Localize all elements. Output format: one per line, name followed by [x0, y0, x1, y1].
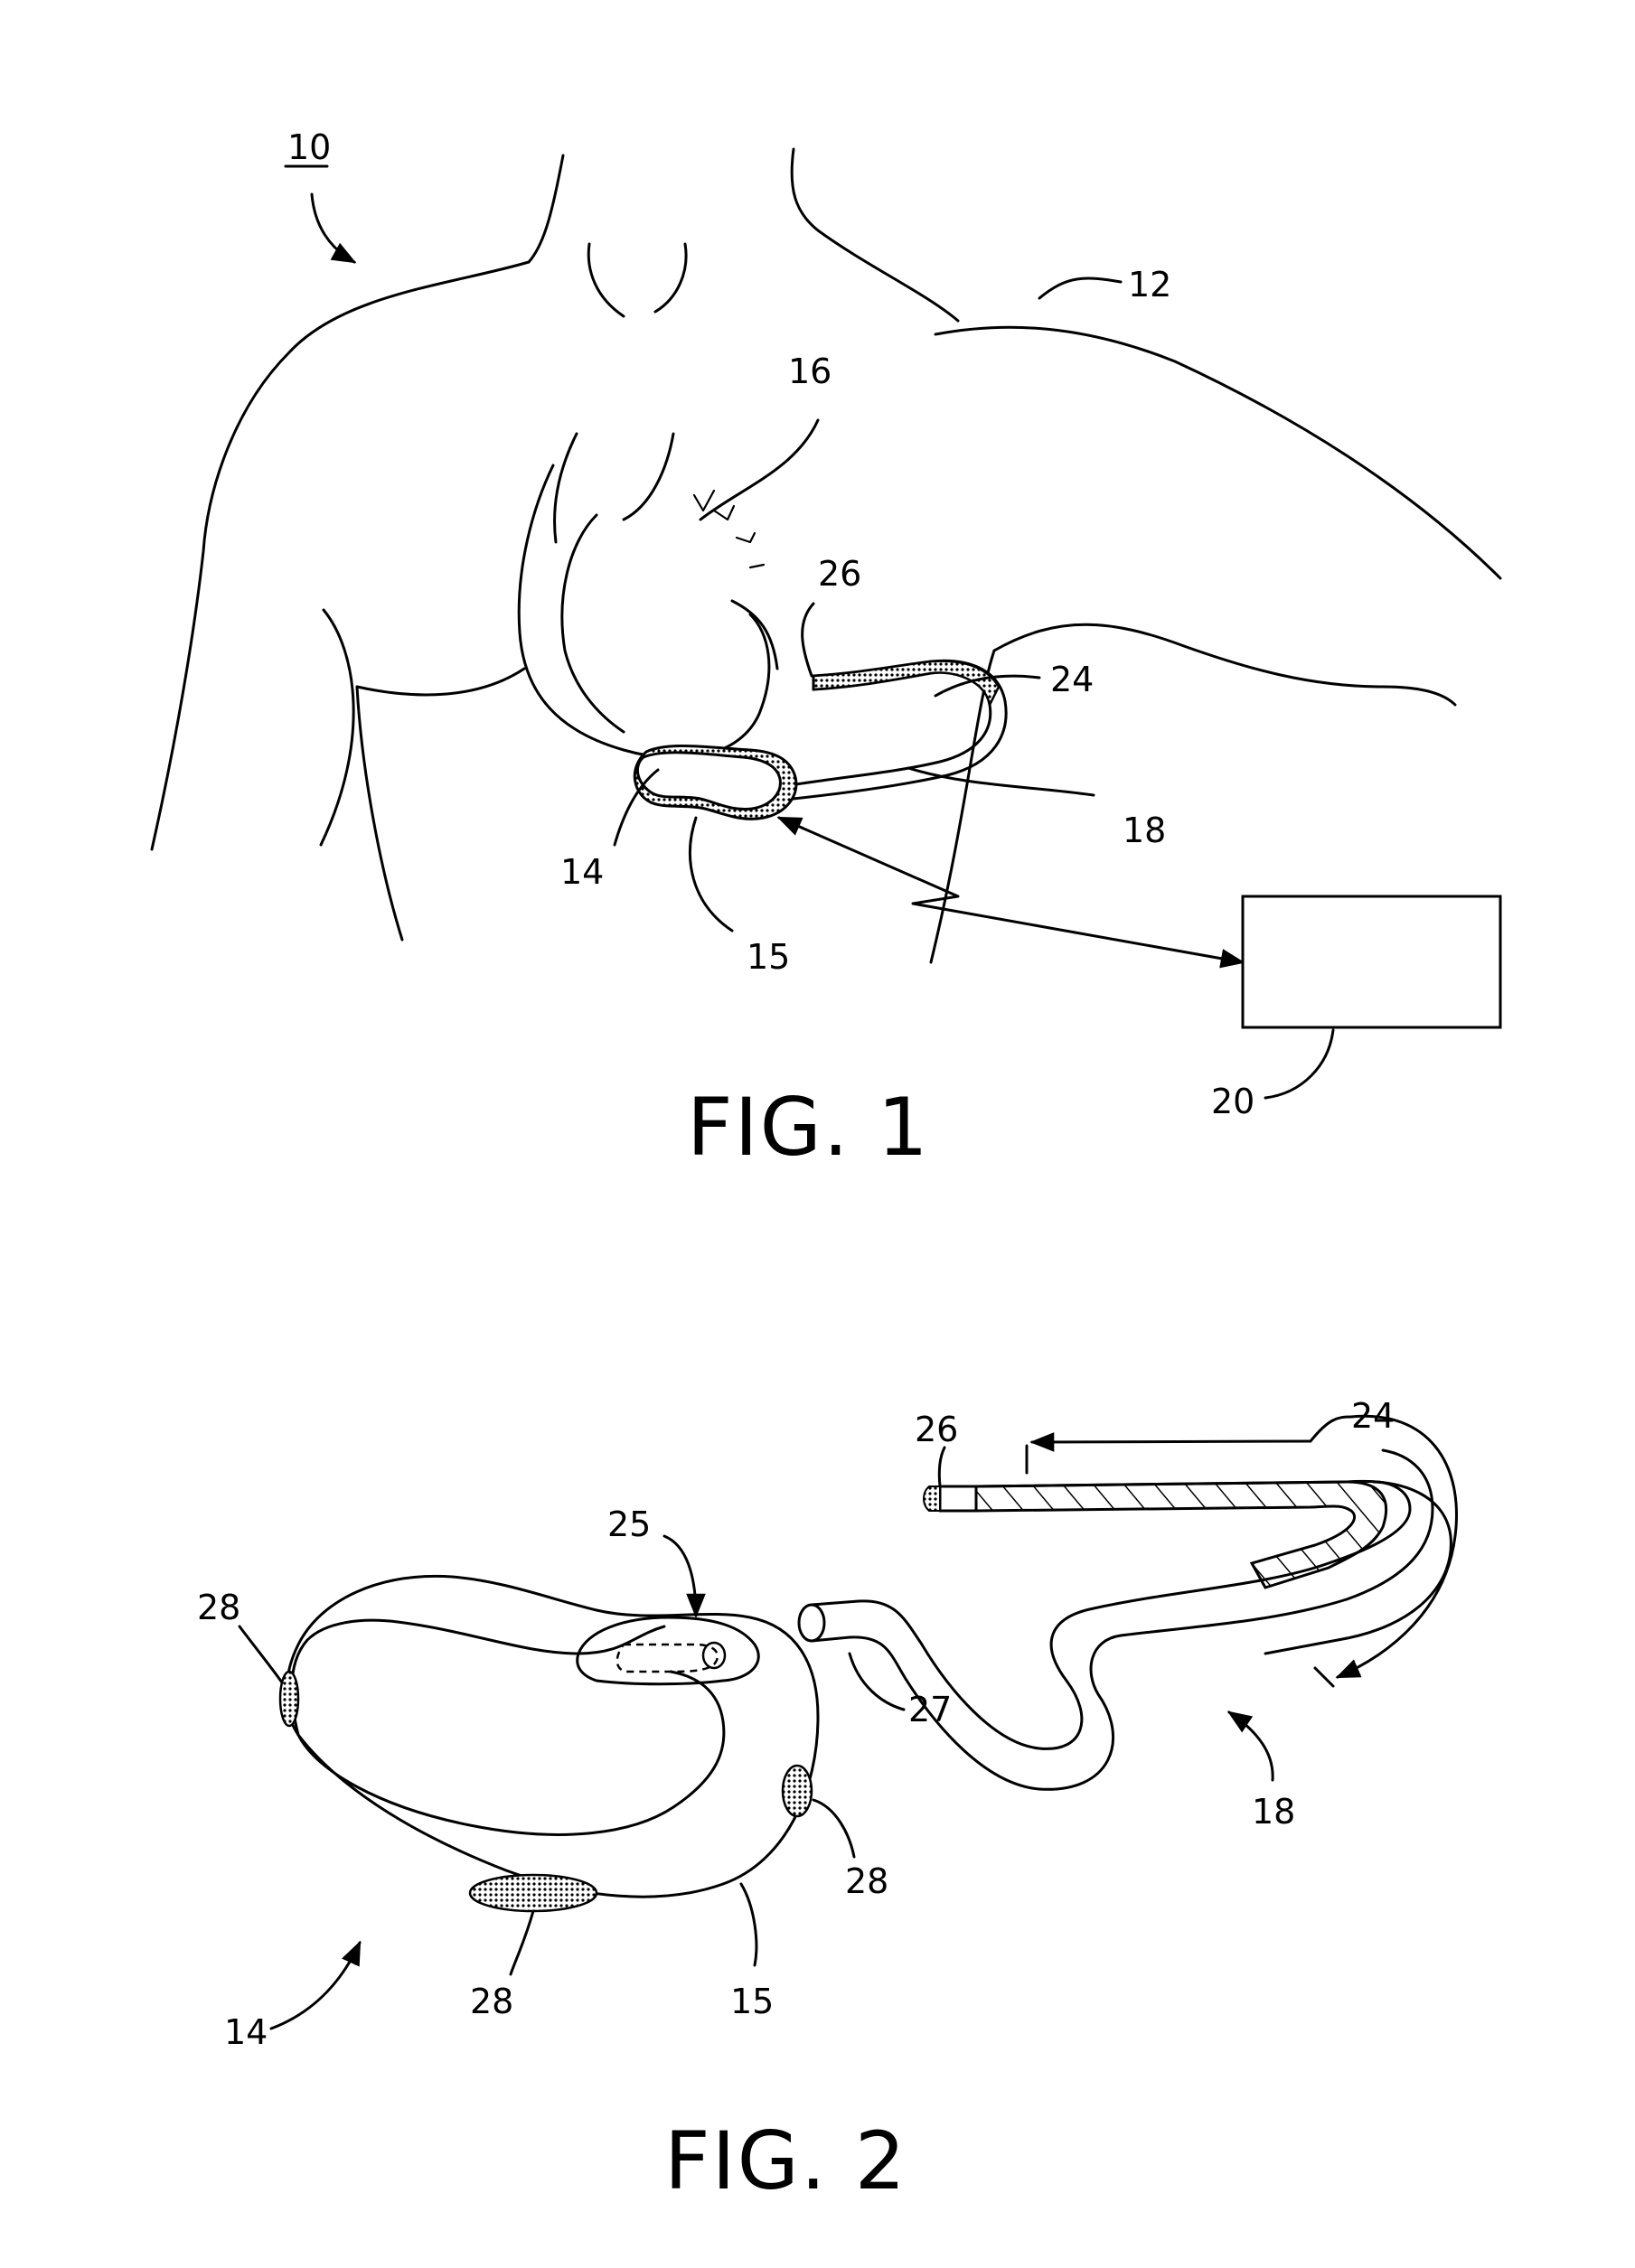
- electrode-28-bottom: [470, 1875, 597, 1911]
- label-24-fig2: 24: [1351, 1396, 1395, 1436]
- label-14-fig2: 14: [224, 2012, 268, 2052]
- label-28-right: 28: [845, 1861, 888, 1901]
- figure-2: 24 26 25 28 28 28 15 14 27: [197, 1396, 1457, 2207]
- label-18-fig2: 18: [1252, 1792, 1295, 1832]
- figure-1-caption: FIG. 1: [687, 1081, 930, 1174]
- electrode-28-right: [783, 1766, 812, 1816]
- label-26-fig2: 26: [915, 1410, 958, 1449]
- label-15-fig2: 15: [730, 1982, 774, 2021]
- label-10: 10: [287, 127, 331, 167]
- label-28-upper-left: 28: [197, 1588, 240, 1627]
- label-26: 26: [818, 554, 861, 594]
- external-device-box: [1243, 896, 1500, 1027]
- electrode-24-fig1: [813, 661, 999, 705]
- heart: [519, 465, 777, 758]
- label-28-bottom: 28: [470, 1982, 513, 2021]
- label-25: 25: [607, 1504, 651, 1544]
- telemetry-link: [779, 818, 1243, 962]
- label-18: 18: [1123, 811, 1166, 850]
- figure-2-caption: FIG. 2: [664, 2114, 907, 2207]
- lead-18-fig2: [799, 1446, 1451, 1789]
- label-15: 15: [747, 937, 790, 977]
- label-27: 27: [908, 1690, 952, 1729]
- fig1-labels: 10 12 16 26 24 18 14 15 20: [286, 127, 1333, 1121]
- label-24: 24: [1050, 660, 1094, 699]
- label-12: 12: [1128, 265, 1171, 305]
- device-14-fig1: [634, 746, 796, 820]
- electrode-28-upper-left: [280, 1672, 298, 1726]
- label-14: 14: [560, 852, 604, 892]
- device-14-fig2: [280, 1576, 818, 1911]
- figure-1: 10 12 16 26 24 18 14 15 20 FIG: [152, 127, 1500, 1174]
- label-16: 16: [788, 351, 832, 391]
- label-20: 20: [1211, 1082, 1254, 1121]
